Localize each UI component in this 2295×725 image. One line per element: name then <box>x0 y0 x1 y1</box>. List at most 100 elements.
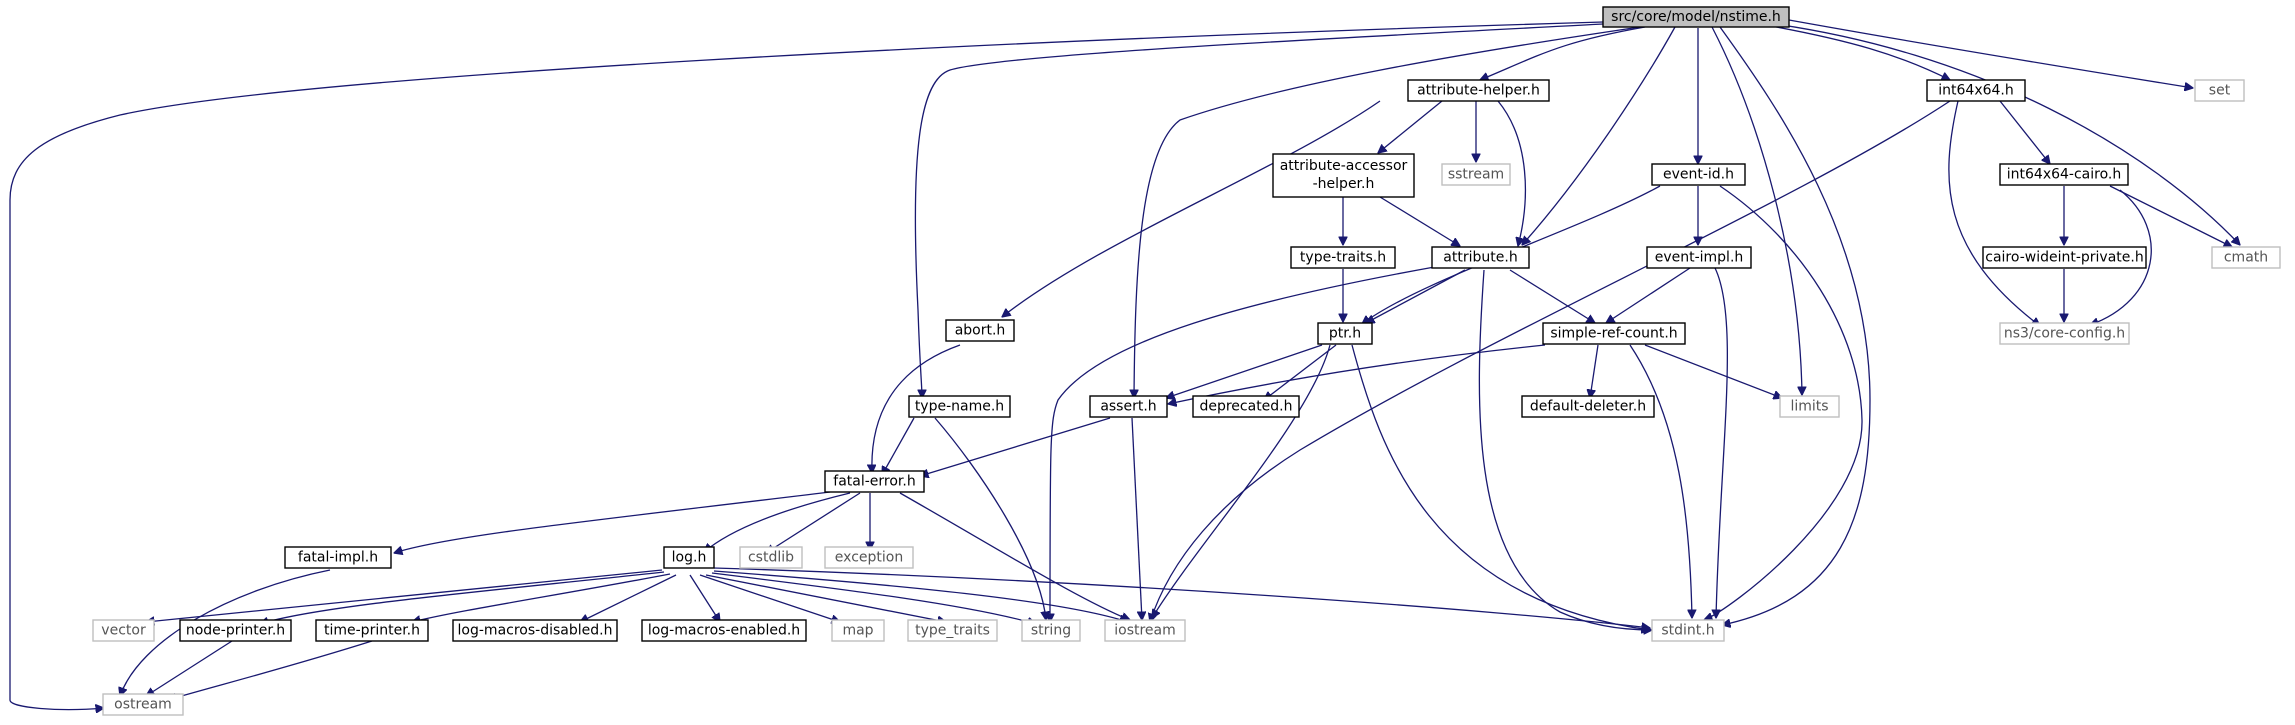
edge-assert-to-fatal-error <box>920 417 1111 476</box>
edge-ptr-to-deprecated <box>1264 344 1337 400</box>
edge-log-to-map <box>699 574 840 622</box>
node-label: fatal-error.h <box>833 474 915 490</box>
node-ptr-h[interactable]: ptr.h <box>1317 322 1373 345</box>
edge-attribute-to-stdint <box>1478 269 1652 630</box>
edge-abort-to-fatal-error <box>872 344 961 473</box>
edge-ptr-to-iostream <box>1152 344 1331 618</box>
node-label: type_traits <box>915 623 990 639</box>
node-iostream[interactable]: iostream <box>1104 619 1186 642</box>
node-label: event-impl.h <box>1655 250 1744 266</box>
node-label: attribute-accessor <box>1280 158 1408 174</box>
node-label: int64x64.h <box>1938 83 2014 99</box>
edge-event-impl-to-simple-ref-count <box>1606 267 1691 323</box>
node-label: attribute.h <box>1443 250 1517 266</box>
edge-fatal-error-to-fatal-impl <box>394 491 831 553</box>
nodes: src/core/model/nstime.h set attribute-he… <box>92 6 2281 716</box>
node-label: log.h <box>672 550 707 566</box>
edges <box>9 19 2240 710</box>
edge-ptr-to-stdint <box>1351 344 1650 630</box>
node-assert-h[interactable]: assert.h <box>1089 395 1168 418</box>
node-core-config-h[interactable]: ns3/core-config.h <box>1999 322 2130 345</box>
node-label: ns3/core-config.h <box>2004 326 2125 342</box>
node-label: stdint.h <box>1661 623 1714 639</box>
edge-log-to-vector <box>146 569 663 622</box>
node-fatal-error-h[interactable]: fatal-error.h <box>824 470 925 493</box>
edge-nstime-to-int64x64 <box>1759 23 1950 80</box>
node-simple-ref-count-h[interactable]: simple-ref-count.h <box>1542 322 1686 345</box>
edge-simple-ref-count-to-limits <box>1644 344 1782 398</box>
node-ostream[interactable]: ostream <box>102 693 184 716</box>
node-log-macros-enabled-h[interactable]: log-macros-enabled.h <box>641 619 807 642</box>
node-int64x64-h[interactable]: int64x64.h <box>1926 79 2026 102</box>
node-label: exception <box>835 550 903 566</box>
node-attribute-h[interactable]: attribute.h <box>1431 246 1530 269</box>
node-exception[interactable]: exception <box>824 546 914 569</box>
node-label: ostream <box>114 697 172 713</box>
node-label: -helper.h <box>1313 176 1375 192</box>
node-label: cairo-wideint-private.h <box>1985 250 2143 266</box>
node-label: node-printer.h <box>186 623 285 639</box>
node-event-id-h[interactable]: event-id.h <box>1651 163 1746 186</box>
edge-fatal-error-to-iostream <box>899 492 1130 620</box>
node-map[interactable]: map <box>831 619 885 642</box>
edge-node-printer-to-ostream <box>146 640 233 696</box>
node-attribute-accessor-helper-h[interactable]: attribute-accessor -helper.h <box>1272 153 1415 198</box>
edge-attribute-helper-to-attribute <box>1497 100 1527 246</box>
node-label: log-macros-enabled.h <box>648 623 800 639</box>
node-log-macros-disabled-h[interactable]: log-macros-disabled.h <box>452 619 618 642</box>
edge-attribute-to-simple-ref-count <box>1509 269 1595 323</box>
node-node-printer-h[interactable]: node-printer.h <box>179 619 292 642</box>
edge-simple-ref-count-to-assert <box>1168 344 1546 404</box>
node-log-h[interactable]: log.h <box>663 546 715 569</box>
edge-simple-ref-count-to-stdint <box>1629 344 1692 618</box>
edge-log-to-type-traits <box>705 574 946 622</box>
edge-int64x64-cairo-to-cmath <box>2109 185 2232 247</box>
node-stdint-h[interactable]: stdint.h <box>1651 619 1725 642</box>
edge-int64x64-to-iostream <box>1150 100 1951 622</box>
node-attribute-helper-h[interactable]: attribute-helper.h <box>1407 79 1550 102</box>
node-cstdlib[interactable]: cstdlib <box>739 546 803 569</box>
edge-attribute-helper-to-attribute-accessor <box>1378 100 1443 153</box>
node-label: type-traits.h <box>1300 250 1386 266</box>
node-abort-h[interactable]: abort.h <box>945 319 1015 342</box>
node-fatal-impl-h[interactable]: fatal-impl.h <box>284 546 392 569</box>
edge-ptr-to-assert <box>1166 344 1323 398</box>
edge-nstime-to-attribute-helper <box>1480 26 1646 80</box>
edge-nstime-to-type-name <box>914 23 1604 398</box>
edge-event-impl-to-stdint <box>1715 267 1729 618</box>
node-string[interactable]: string <box>1021 619 1081 642</box>
edge-nstime-to-attribute <box>1522 26 1676 245</box>
node-cairo-wideint-private-h[interactable]: cairo-wideint-private.h <box>1982 246 2147 269</box>
edge-time-printer-to-ostream <box>168 640 373 700</box>
edge-log-to-log-macros-disabled <box>580 574 677 622</box>
edge-int64x64-to-core-config <box>1948 100 2040 326</box>
edge-simple-ref-count-to-default-deleter <box>1590 344 1599 398</box>
node-type-traits-h[interactable]: type-traits.h <box>1290 246 1396 269</box>
edge-log-to-node-printer <box>260 571 665 624</box>
node-label: int64x64-cairo.h <box>2007 167 2121 183</box>
node-type-traits[interactable]: type_traits <box>907 619 998 642</box>
node-nstime-h[interactable]: src/core/model/nstime.h <box>1602 6 1790 28</box>
edge-nstime-to-cmath <box>1759 21 2240 245</box>
node-label: abort.h <box>955 323 1006 339</box>
edge-int64x64-cairo-to-core-config <box>2090 189 2152 325</box>
node-label: time-printer.h <box>324 623 420 639</box>
node-limits[interactable]: limits <box>1779 395 1840 418</box>
edge-log-to-time-printer <box>412 573 671 622</box>
node-int64x64-cairo-h[interactable]: int64x64-cairo.h <box>1999 163 2129 186</box>
node-cmath[interactable]: cmath <box>2211 246 2281 269</box>
edge-log-to-string <box>711 572 1036 624</box>
node-event-impl-h[interactable]: event-impl.h <box>1646 246 1752 269</box>
node-default-deleter-h[interactable]: default-deleter.h <box>1521 395 1655 418</box>
node-vector[interactable]: vector <box>92 619 155 642</box>
edge-attribute-helper-to-abort <box>1002 100 1381 317</box>
node-time-printer-h[interactable]: time-printer.h <box>315 619 429 642</box>
node-sstream[interactable]: sstream <box>1441 163 1511 186</box>
node-set[interactable]: set <box>2194 79 2245 102</box>
edge-attribute-accessor-to-attribute <box>1379 196 1460 246</box>
edge-type-name-to-string <box>934 417 1046 620</box>
node-deprecated-h[interactable]: deprecated.h <box>1192 395 1300 418</box>
node-label: type-name.h <box>915 399 1004 415</box>
node-type-name-h[interactable]: type-name.h <box>908 395 1011 418</box>
